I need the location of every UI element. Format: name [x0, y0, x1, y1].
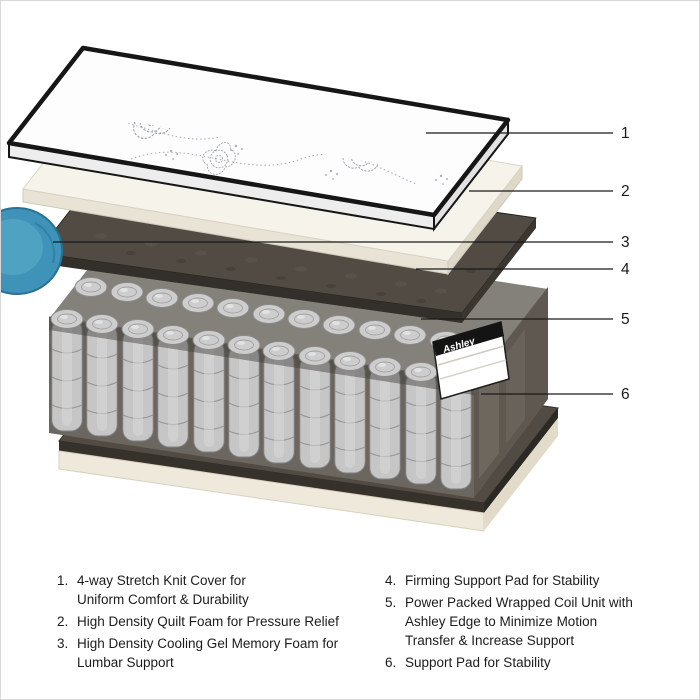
legend-item-2: 2. High Density Quilt Foam for Pressure …	[57, 612, 365, 631]
callout-number-1: 1	[621, 125, 630, 142]
legend-item-number: 6.	[385, 655, 397, 670]
callout-number-2: 2	[621, 183, 630, 200]
callout-lines	[53, 132, 613, 395]
pad-texture	[95, 233, 447, 294]
legend-item-number: 3.	[57, 636, 69, 651]
callout-number-6: 6	[621, 386, 630, 403]
legend-item-number: 2.	[57, 614, 69, 629]
legend-item-3: 3. High Density Cooling Gel Memory Foam …	[57, 634, 365, 672]
callout-numbers: 1 2 3 4 5 6	[621, 125, 630, 403]
legend-item-text: Support Pad for Stability	[405, 655, 551, 670]
legend-item-text: High Density Cooling Gel Memory Foam for…	[77, 636, 339, 670]
callout-number-5: 5	[621, 311, 630, 328]
cooling-gel-layer	[1, 207, 63, 295]
wrapped-coil-unit-layer	[49, 224, 548, 498]
ashley-edge-badge: Ashley	[432, 321, 510, 400]
legend-column-right: 4. Firming Support Pad for Stability 5. …	[385, 571, 687, 675]
legend-item-text: Firming Support Pad for Stability	[405, 573, 600, 588]
callout-number-4: 4	[621, 261, 630, 278]
callout-number-3: 3	[621, 234, 630, 251]
legend-item-number: 1.	[57, 573, 69, 588]
legend-item-4: 4. Firming Support Pad for Stability	[385, 571, 687, 590]
legend-item-number: 5.	[385, 595, 397, 610]
quilted-cover-layer	[6, 45, 511, 232]
legend-item-number: 4.	[385, 573, 397, 588]
legend-item-text: High Density Quilt Foam for Pressure Rel…	[77, 614, 339, 629]
coil-front-face	[49, 317, 474, 498]
coil-shadow-band	[49, 316, 474, 395]
legend-item-6: 6. Support Pad for Stability	[385, 653, 687, 672]
badge-band	[433, 322, 504, 356]
